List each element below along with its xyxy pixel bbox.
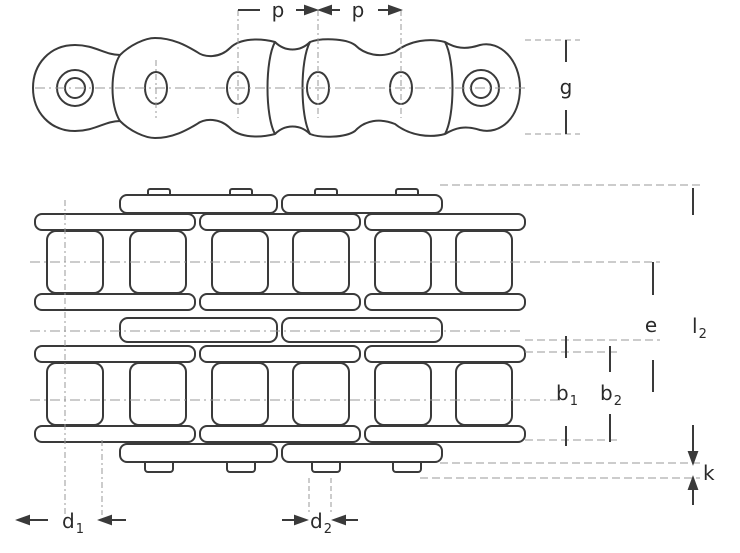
outer-plate — [281, 194, 443, 214]
inner-plate — [199, 213, 361, 231]
inner-plate — [364, 293, 526, 311]
middle-plate — [281, 317, 443, 343]
pin-axes — [155, 10, 402, 118]
inner-plate — [364, 425, 526, 443]
d2-extension-lines — [308, 478, 332, 512]
label-g: g — [560, 75, 573, 99]
pitch-dimension — [238, 4, 403, 16]
label-pitch-right: p — [352, 0, 365, 22]
middle-plate — [119, 317, 278, 343]
inner-plate-edge — [111, 54, 121, 122]
label-pitch-left: p — [272, 0, 285, 22]
inner-plate — [34, 293, 196, 311]
plan-pin-axes — [64, 200, 103, 515]
roller — [211, 362, 269, 426]
inner-plate — [199, 345, 361, 363]
side-view-outline — [31, 36, 522, 140]
inner-plate-edge — [266, 41, 276, 135]
outer-plate — [281, 443, 443, 463]
roller — [455, 362, 513, 426]
inner-plate — [364, 213, 526, 231]
pin-extension-dimension — [687, 440, 699, 505]
label-e: e — [645, 313, 657, 337]
roller — [292, 230, 350, 294]
label-b2: b2 — [600, 381, 622, 409]
outer-plate — [119, 194, 278, 214]
label-l: l2 — [692, 314, 707, 342]
roller — [46, 362, 104, 426]
plan-extension-lines — [420, 184, 700, 479]
plan-center-lines — [30, 261, 560, 401]
pin-diameter-dimension — [282, 514, 358, 526]
inner-plate — [34, 213, 196, 231]
roller — [374, 230, 432, 294]
inner-plate — [34, 345, 196, 363]
inner-plate — [199, 293, 361, 311]
roller — [292, 362, 350, 426]
inner-plate — [34, 425, 196, 443]
inner-plate — [364, 345, 526, 363]
roller-diameter-dimension — [15, 514, 126, 526]
label-d2: d2 — [310, 509, 332, 537]
label-b1: b1 — [556, 381, 578, 409]
roller-end — [470, 77, 492, 99]
height-dimension — [525, 39, 580, 135]
roller — [129, 362, 187, 426]
label-d1: d1 — [62, 509, 84, 537]
plan-view — [34, 188, 526, 473]
inner-plate-edge — [444, 41, 454, 135]
roller — [374, 362, 432, 426]
outer-plate — [119, 443, 278, 463]
inner-plate — [199, 425, 361, 443]
label-k: k — [703, 461, 715, 485]
